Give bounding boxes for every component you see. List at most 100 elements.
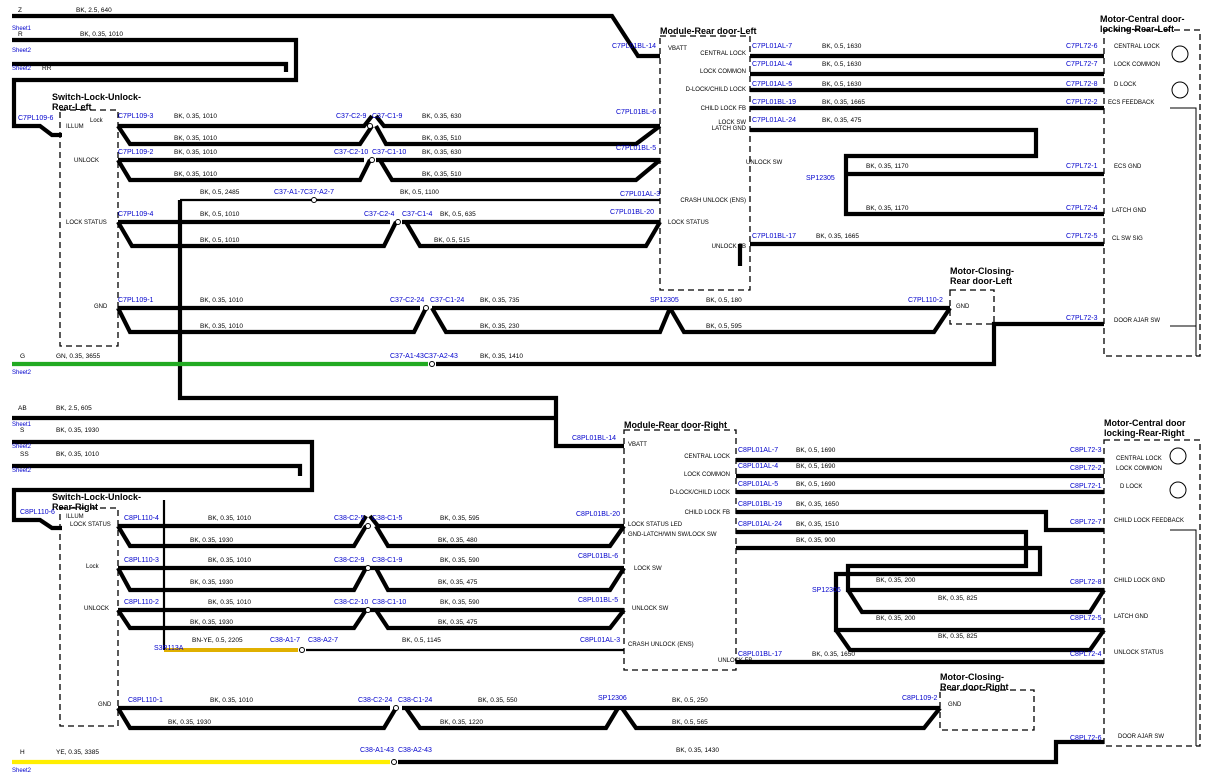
connector-label: C38-C1-9	[372, 557, 402, 564]
wire-spec-label: BK, 0.5, 1145	[402, 637, 441, 644]
wire-spec-label: BK, 0.35, 475	[822, 117, 862, 124]
wire-spec-label: BK, 0.35, 475	[438, 619, 478, 626]
connector-label: C37-C2-10	[334, 149, 368, 156]
pin-label: LOCK COMMON	[1116, 466, 1162, 472]
wire-spec-label: BK, 0.35, 1170	[866, 163, 909, 170]
wire-spec-label: BK, 0.35, 1010	[208, 515, 251, 522]
connector-label: C7PL109-3	[118, 113, 154, 120]
svg-text:Sheet2: Sheet2	[12, 48, 32, 54]
connector-label: C38-C1-5	[372, 515, 402, 522]
wire-spec-label: BK, 0.5, 1100	[400, 189, 439, 196]
wire-spec-label: BK, 0.35, 900	[796, 537, 836, 544]
connector-label: C38-A2-43	[398, 747, 432, 754]
connector-label: SP12305	[806, 175, 835, 182]
connector-label: C8PL110-3	[124, 557, 159, 564]
wires-top	[11, 13, 1104, 449]
pin-label: UNLOCK SW	[746, 160, 783, 166]
wire-spec-label: BK, 0.35, 595	[440, 515, 480, 522]
pin-label: DOOR AJAR SW	[1118, 734, 1164, 740]
connector-label: C38-C2-10	[334, 599, 368, 606]
wire-spec-label: BK, 0.35, 550	[478, 697, 518, 704]
wire-spec-label: BK, 0.35, 200	[876, 615, 916, 622]
pin-label: UNLOCK	[84, 606, 109, 612]
svg-text:Sheet1: Sheet1	[12, 26, 32, 32]
connector-label: C37-A2-43	[424, 353, 458, 360]
svg-text:Sheet2: Sheet2	[12, 66, 32, 72]
pin-label: UNLOCK STATUS	[1114, 650, 1163, 656]
pin-label: CHILD LOCK FB	[701, 106, 746, 112]
svg-text:BK, 0.35, 1930: BK, 0.35, 1930	[56, 427, 99, 434]
wire-spec-label: BK, 0.5, 180	[706, 297, 742, 304]
wire-spec-label: BK, 0.35, 1170	[866, 205, 909, 212]
svg-text:Z: Z	[18, 7, 22, 14]
wire-spec-label: BK, 0.5, 1630	[822, 81, 862, 88]
svg-text:G: G	[20, 353, 25, 360]
connector-label: C38-C1-10	[372, 599, 406, 606]
pin-label: GND	[98, 702, 112, 708]
wire-spec-label: BN-YE, 0.5, 2205	[192, 637, 243, 644]
wire-spec-label: BK, 0.5, 1690	[796, 481, 836, 488]
pin-label: LOCK COMMON	[1114, 62, 1160, 68]
pin-label: CHILD LOCK GND	[1114, 578, 1166, 584]
pin-label: GND	[94, 304, 108, 310]
wire-spec-label: BK, 0.35, 590	[440, 599, 480, 606]
wire-spec-label: BK, 0.35, 1410	[480, 353, 523, 360]
connector-label: C7PL01AL-3	[620, 191, 660, 198]
connector-label: C37-A1-43	[390, 353, 424, 360]
connector-label: C37-C1-9	[372, 113, 402, 120]
pin-label: ECS FEEDBACK	[1108, 100, 1154, 106]
svg-text:Sheet2: Sheet2	[12, 468, 32, 474]
wire-spec-label: BK, 0.35, 825	[938, 595, 978, 602]
wire-spec-label: BK, 0.35, 1930	[190, 619, 233, 626]
pin-label: Lock	[86, 564, 100, 570]
svg-text:BK, 2.5, 640: BK, 2.5, 640	[76, 7, 112, 14]
wire-spec-label: BK, 0.35, 1930	[190, 537, 233, 544]
connector-label: C7PL109-2	[118, 149, 154, 156]
pin-label: LOCK COMMON	[684, 472, 730, 478]
connector-label: C8PL01BL-20	[576, 511, 620, 518]
wire-spec-label: BK, 0.5, 1690	[796, 463, 836, 470]
connector-label: C8PL01AL-4	[738, 463, 778, 470]
connector-label: C7PL109-6	[18, 115, 54, 122]
pin-label: CHILD LOCK FEEDBACK	[1114, 518, 1184, 524]
connector-label: C8PL01AL-3	[580, 637, 620, 644]
connector-label: C37-C2-9	[336, 113, 366, 120]
svg-text:SS: SS	[20, 451, 29, 458]
svg-text:BK, 2.5, 605: BK, 2.5, 605	[56, 405, 92, 412]
connector-label: C7PL72-5	[1066, 233, 1098, 240]
connector-label: SP12306	[598, 695, 627, 702]
connector-label: C8PL72-3	[1070, 447, 1102, 454]
connector-label: C8PL72-8	[1070, 579, 1102, 586]
pin-label: VBATT	[668, 46, 687, 52]
pin-label: CENTRAL LOCK	[700, 51, 746, 57]
wire-spec-label: BK, 0.5, 565	[672, 719, 708, 726]
connector-label: C38-C2-24	[358, 697, 392, 704]
wire-spec-label: BK, 0.35, 480	[438, 537, 478, 544]
svg-text:YE, 0.35, 3385: YE, 0.35, 3385	[56, 749, 99, 756]
pin-label: ECS GND	[1114, 164, 1142, 170]
wire-spec-label: BK, 0.35, 630	[422, 113, 462, 120]
connector-label: C7PL01AL-24	[752, 117, 796, 124]
module-title-split: Switch-Lock-Unlock-Rear-Right	[52, 492, 141, 512]
module-title: Module-Rear door-Left	[660, 26, 757, 36]
connector-label: C7PL01BL-19	[752, 99, 796, 106]
pin-label: LOCK SW	[718, 120, 746, 126]
connector-label: C7PL110-2	[908, 297, 943, 304]
module-title-split: Motor-Closing-Rear door-Right	[940, 672, 1009, 692]
connector-label: C37-A1-7	[274, 189, 304, 196]
connector-label: C8PL01BL-17	[738, 651, 782, 658]
wire-spec-label: BK, 0.5, 635	[440, 211, 476, 218]
wire-spec-label: BK, 0.5, 1010	[200, 211, 240, 218]
motor-symbols	[1169, 45, 1197, 746]
wire-spec-label: BK, 0.35, 825	[938, 633, 978, 640]
pin-label: CENTRAL LOCK	[1114, 44, 1160, 50]
connector-label: C38-A1-7	[270, 637, 300, 644]
wire-spec-label: BK, 0.35, 1930	[190, 579, 233, 586]
wire-spec-label: BK, 0.35, 1665	[816, 233, 859, 240]
connector-label: C8PL110-6	[20, 509, 55, 516]
connector-label: C8PL01BL-14	[572, 435, 616, 442]
connector-label: S3R113A	[154, 645, 184, 652]
